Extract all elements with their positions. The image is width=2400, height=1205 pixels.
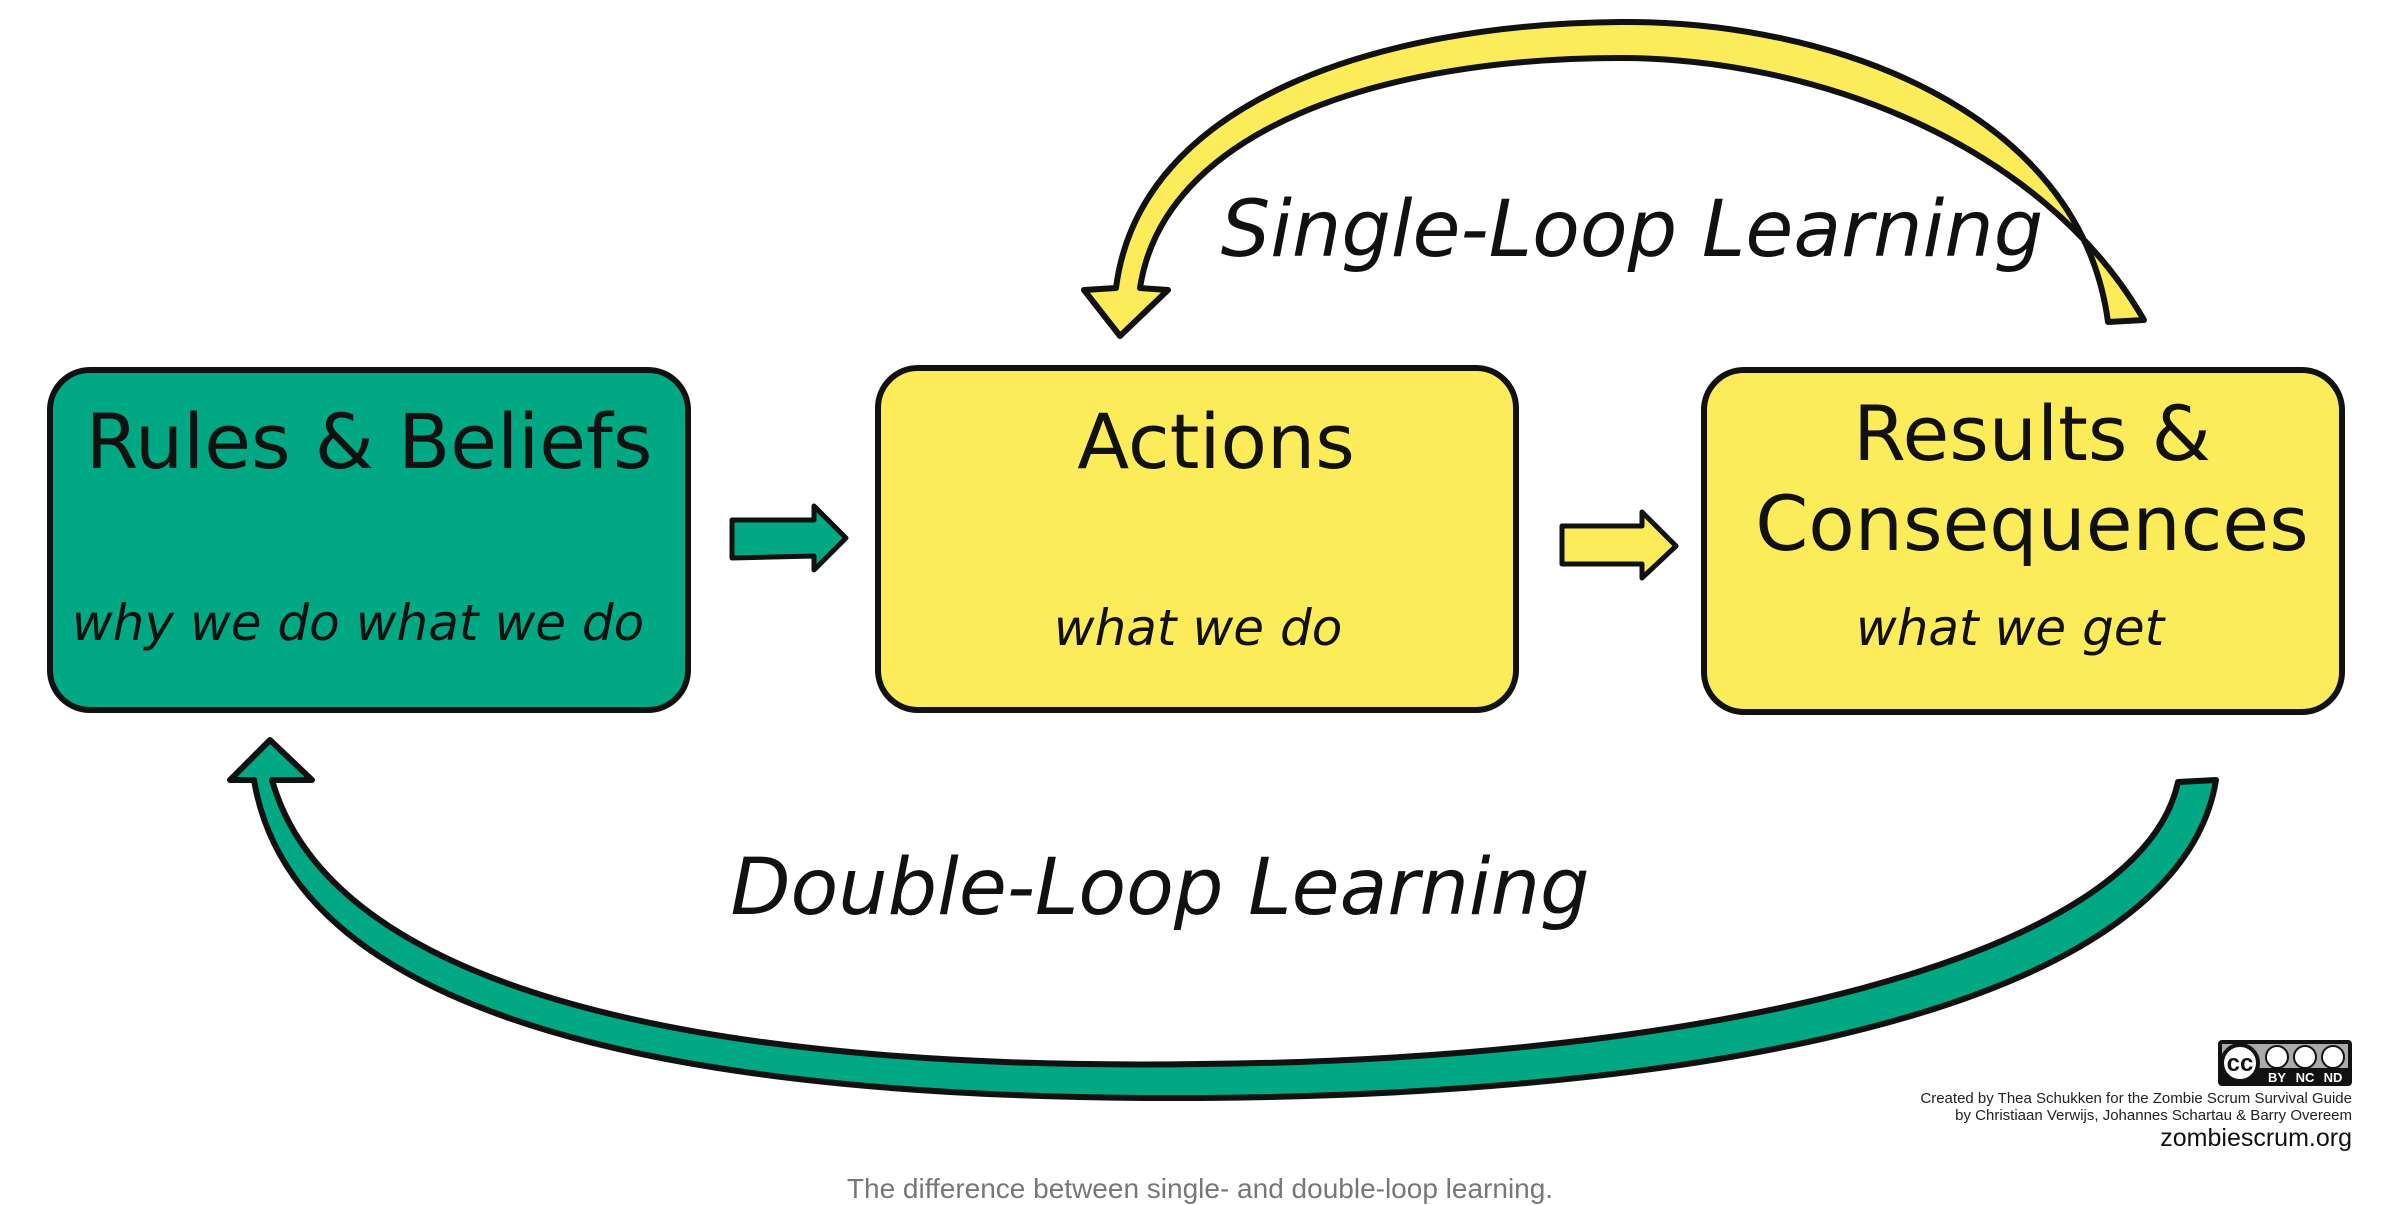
box-actions-title: Actions [1077, 397, 1355, 486]
credit-line-1: Created by Thea Schukken for the Zombie … [1920, 1090, 2352, 1107]
box-results-consequences: Results & Consequences what we get [1701, 367, 2345, 715]
single-loop-arrow [1081, 18, 2147, 339]
double-loop-label: Double-Loop Learning [730, 843, 1589, 933]
cc-by-nc-nd-badge: cc BY NC ND [2218, 1040, 2352, 1086]
figure-caption: The difference between single- and doubl… [846, 1173, 1554, 1204]
badge-label-nd: ND [2324, 1070, 2343, 1085]
box-rules-beliefs-title: Rules & Beliefs [86, 397, 653, 486]
badge-label-by: BY [2268, 1070, 2286, 1085]
svg-text:cc: cc [2227, 1050, 2254, 1077]
double-loop-arrow [227, 737, 2219, 1102]
by-icon [2265, 1045, 2289, 1069]
arrow-actions-to-results [1559, 509, 1679, 581]
nc-icon [2293, 1045, 2317, 1069]
box-actions: Actions what we do [875, 365, 1519, 713]
single-loop-label: Single-Loop Learning [1221, 185, 2044, 275]
box-rules-beliefs-subtitle: why we do what we do [72, 594, 644, 652]
box-results-title-line1: Results & [1853, 389, 2211, 478]
nd-icon [2321, 1045, 2345, 1069]
credit-line-2: by Christiaan Verwijs, Johannes Schartau… [1955, 1107, 2352, 1124]
credit-site[interactable]: zombiescrum.org [2160, 1124, 2352, 1152]
arrow-rules-to-actions [729, 503, 849, 573]
box-results-subtitle: what we get [1856, 599, 2167, 657]
box-results-title-line2: Consequences [1755, 479, 2309, 568]
cc-icon [2220, 1043, 2260, 1083]
box-rules-beliefs: Rules & Beliefs why we do what we do [47, 367, 691, 713]
badge-label-nc: NC [2296, 1070, 2315, 1085]
box-actions-subtitle: what we do [1054, 599, 1343, 657]
